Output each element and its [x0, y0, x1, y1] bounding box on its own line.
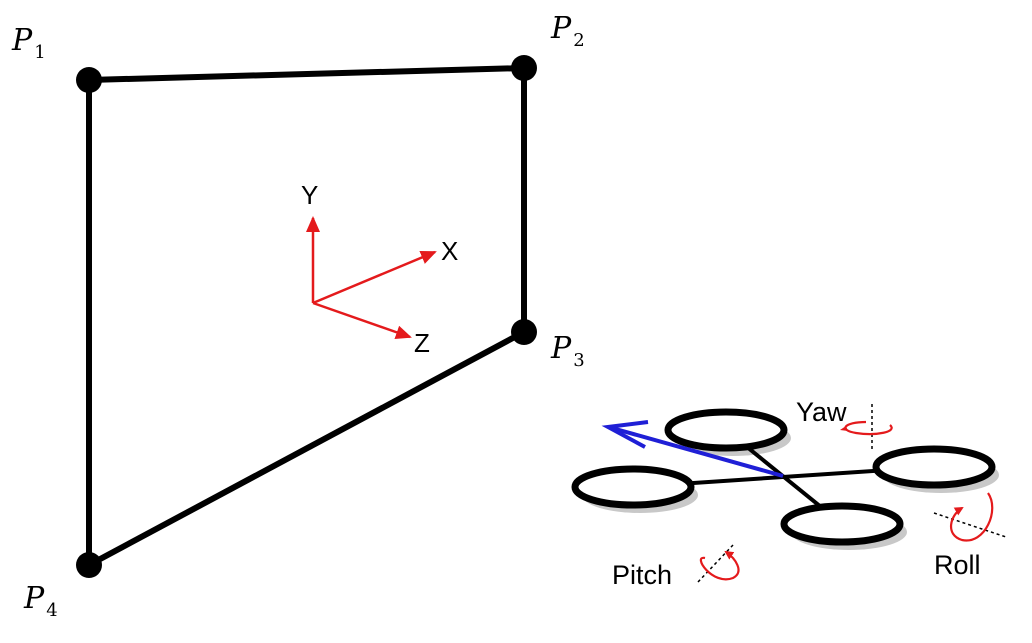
heading-arrow-icon [601, 420, 784, 478]
axis-x-arrow [312, 250, 437, 305]
vertex-p4 [76, 552, 102, 578]
roll-label: Roll [934, 550, 981, 580]
vertex-p2 [511, 55, 537, 81]
yaw-rotation-icon [840, 404, 893, 450]
axis-x-label: X [441, 236, 458, 266]
pitch-rotation-icon [697, 544, 740, 583]
roll-rotation-icon [933, 492, 1007, 542]
rotor-left [571, 465, 695, 509]
pitch-label: Pitch [612, 560, 672, 590]
quadcopter-icon [571, 408, 999, 550]
yaw-label: Yaw [796, 397, 847, 427]
vertex-p3 [511, 319, 537, 345]
rotor-front [664, 408, 788, 452]
axis-z-label: Z [414, 328, 430, 358]
coordinate-axes [306, 216, 437, 339]
rotor-right [872, 445, 996, 489]
rotor-back [780, 502, 904, 546]
target-frame [76, 55, 537, 578]
axis-z-arrow [312, 301, 412, 339]
edge-p1-p2 [88, 65, 525, 83]
edge-p3-p4 [87, 329, 526, 568]
vertex-p1 [76, 67, 102, 93]
axis-y-label: Y [301, 180, 318, 210]
